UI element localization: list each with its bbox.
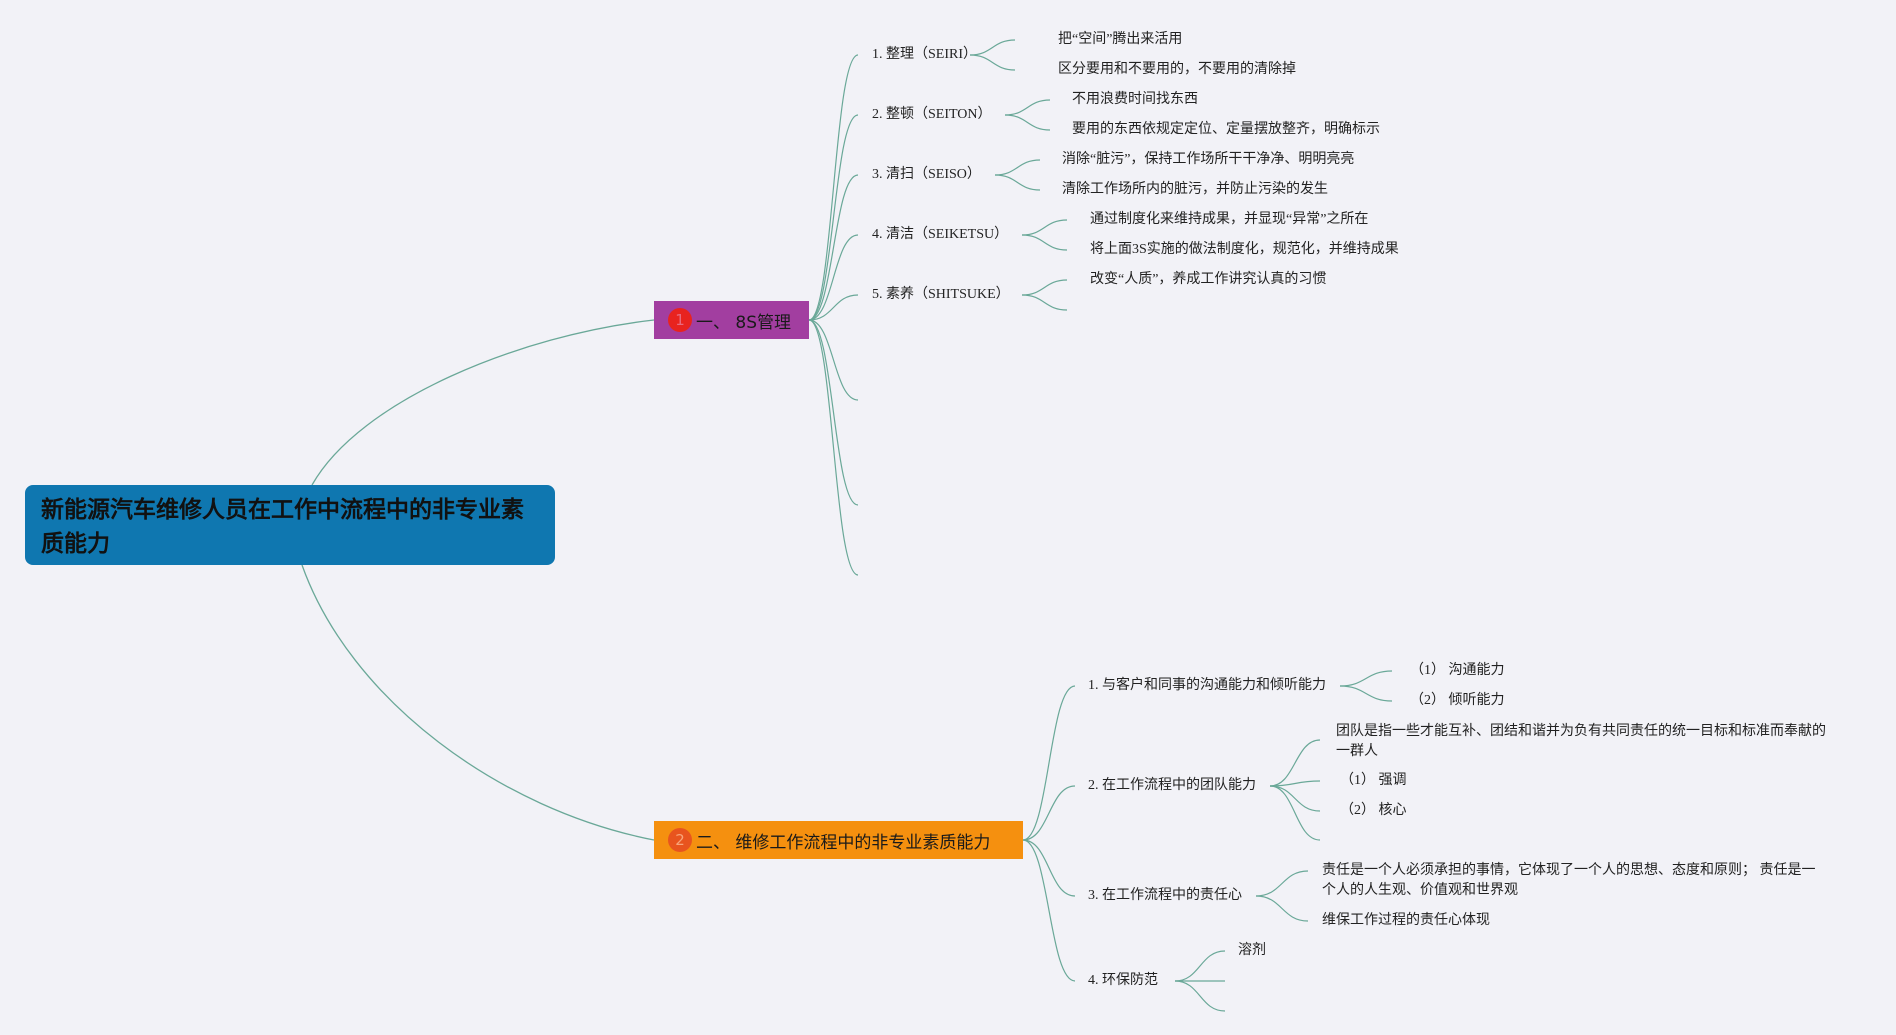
branch-8s-management[interactable]: 1 一、 8S管理 [654,301,809,339]
connector-line-3 [808,174,859,321]
leaf-seiso-2[interactable]: 清除工作场所内的脏污，并防止污染的发生 [1062,182,1328,197]
connector-line-19 [1022,685,1076,841]
connector-line-2 [808,114,859,321]
connector-line-18 [1021,294,1068,311]
connector-line-26 [1269,780,1321,787]
subtopic-seiketsu[interactable]: 4. 清洁（SEIKETSU） [872,227,1009,242]
branch-non-professional-skills[interactable]: 2 二、 维修工作流程中的非专业素质能力 [654,821,1023,859]
leaf-seiri-1[interactable]: 把“空间”腾出来活用 [1058,32,1183,47]
subtopic-shitsuke[interactable]: 5. 素养（SHITSUKE） [872,287,1010,302]
connector-line-27 [1269,785,1321,812]
connector-line-4 [808,234,859,321]
subtopic-teamwork[interactable]: 2. 在工作流程中的团队能力 [1088,778,1256,793]
connector-line-21 [1022,839,1076,897]
leaf-seiri-2[interactable]: 区分要用和不要用的，不要用的清除掉 [1058,62,1296,77]
connector-line-1 [808,54,859,321]
connector-line-13 [994,159,1041,176]
connector-line-33 [1174,980,1226,1012]
leaf-seiton-2[interactable]: 要用的东西依规定定位、定量摆放整齐，明确标示 [1072,122,1380,137]
leaf-seiketsu-1[interactable]: 通过制度化来维持成果，并显现“异常”之所在 [1090,212,1369,227]
subtopic-seiton[interactable]: 2. 整顿（SEITON） [872,107,992,122]
connector-line-17 [1021,279,1068,296]
leaf-team-core[interactable]: （2） 核心 [1340,803,1407,818]
leaf-responsibility-practice[interactable]: 维保工作过程的责任心体现 [1322,913,1490,928]
connector-line-10 [969,54,1016,71]
connector-line-28 [1269,785,1321,841]
leaf-seiso-1[interactable]: 消除“脏污”，保持工作场所干干净净、明明亮亮 [1062,152,1355,167]
connector-line-31 [1174,950,1226,982]
connector-line-5 [808,294,859,321]
connector-line-15 [1021,219,1068,236]
priority-badge-1: 1 [668,308,692,332]
connector-line-29 [1255,870,1309,897]
leaf-solvent[interactable]: 溶剂 [1238,943,1266,958]
root-title: 新能源汽车维修人员在工作中流程中的非专业素质能力 [41,497,524,557]
connector-line-24 [1339,685,1393,702]
connector-line-25 [1269,739,1321,787]
subtopic-environmental[interactable]: 4. 环保防范 [1088,973,1158,988]
connector-root-branch1 [311,319,655,486]
leaf-communication[interactable]: （1） 沟通能力 [1410,663,1505,678]
subtopic-seiso[interactable]: 3. 清扫（SEISO） [872,167,981,182]
connector-line-7 [808,319,859,506]
connector-root-branch2 [301,564,655,841]
leaf-shitsuke-1[interactable]: 改变“人质”，养成工作讲究认真的习惯 [1090,272,1327,287]
leaf-team-definition[interactable]: 团队是指一些才能互补、团结和谐并为负有共同责任的统一目标和标准而奉献的一群人 [1336,724,1826,759]
subtopic-communication[interactable]: 1. 与客户和同事的沟通能力和倾听能力 [1088,678,1326,693]
connector-line-16 [1021,234,1068,251]
leaf-team-emphasis[interactable]: （1） 强调 [1340,773,1407,788]
root-topic[interactable]: 新能源汽车维修人员在工作中流程中的非专业素质能力 [25,485,555,565]
leaf-seiton-1[interactable]: 不用浪费时间找东西 [1072,92,1198,107]
branch-label: 一、 8S管理 [696,312,792,333]
connector-line-8 [808,319,859,576]
connector-line-23 [1339,670,1393,687]
priority-badge-2: 2 [668,828,692,852]
connector-line-30 [1255,895,1309,922]
connector-line-14 [994,174,1041,191]
connector-line-20 [1022,785,1076,841]
connector-line-9 [969,39,1016,56]
connector-line-22 [1022,839,1076,982]
leaf-responsibility-definition[interactable]: 责任是一个人必须承担的事情，它体现了一个人的思想、态度和原则； 责任是一个人的人… [1322,863,1816,898]
leaf-seiketsu-2[interactable]: 将上面3S实施的做法制度化，规范化，并维持成果 [1090,242,1399,257]
branch-label: 二、 维修工作流程中的非专业素质能力 [696,832,991,853]
leaf-listening[interactable]: （2） 倾听能力 [1410,693,1505,708]
subtopic-seiri[interactable]: 1. 整理（SEIRI） [872,47,977,62]
connector-line-12 [1004,114,1051,131]
connector-line-11 [1004,99,1051,116]
connector-line-6 [808,319,859,401]
subtopic-responsibility[interactable]: 3. 在工作流程中的责任心 [1088,888,1242,903]
